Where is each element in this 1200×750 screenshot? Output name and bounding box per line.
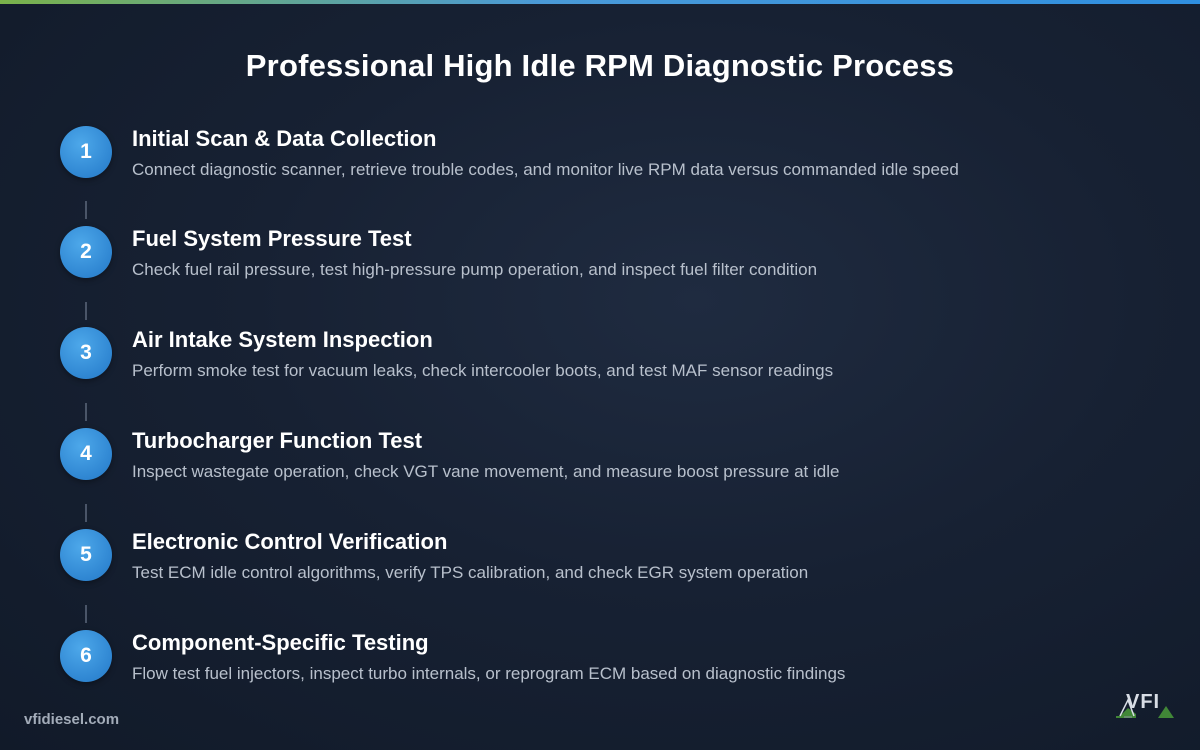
- step-title: Component-Specific Testing: [132, 630, 429, 655]
- step-title: Initial Scan & Data Collection: [132, 126, 437, 151]
- step-number-badge: 5: [60, 529, 112, 581]
- step-6: 6 Component-Specific Testing Flow test f…: [60, 630, 1160, 690]
- step-number-badge: 4: [60, 428, 112, 480]
- step-title: Turbocharger Function Test: [132, 428, 423, 453]
- step-5: 5 Electronic Control Verification Test E…: [60, 529, 1160, 589]
- step-connector: [85, 504, 87, 522]
- website-url: vfidiesel.com: [24, 711, 120, 728]
- step-3: 3 Air Intake System Inspection Perform s…: [60, 327, 1160, 387]
- step-number-badge: 1: [60, 126, 112, 178]
- step-title: Fuel System Pressure Test: [132, 226, 412, 251]
- step-number-badge: 6: [60, 630, 112, 682]
- step-connector: [85, 302, 87, 320]
- step-number-badge: 2: [60, 226, 112, 278]
- step-description: Perform smoke test for vacuum leaks, che…: [132, 361, 834, 380]
- top-accent-bar: [0, 0, 1200, 4]
- step-description: Flow test fuel injectors, inspect turbo …: [132, 664, 846, 683]
- vfi-logo-icon: VFI: [1116, 691, 1174, 718]
- step-description: Test ECM idle control algorithms, verify…: [132, 563, 809, 582]
- step-title: Air Intake System Inspection: [132, 327, 433, 352]
- step-description: Connect diagnostic scanner, retrieve tro…: [132, 160, 959, 179]
- step-number-badge: 3: [60, 327, 112, 379]
- step-connector: [85, 605, 87, 623]
- step-title: Electronic Control Verification: [132, 529, 448, 554]
- step-4: 4 Turbocharger Function Test Inspect was…: [60, 428, 1160, 488]
- page-title: Professional High Idle RPM Diagnostic Pr…: [245, 48, 955, 83]
- logo-text: VFI: [1126, 691, 1160, 713]
- step-2: 2 Fuel System Pressure Test Check fuel r…: [60, 226, 1160, 286]
- step-connector: [85, 201, 87, 219]
- step-1: 1 Initial Scan & Data Collection Connect…: [60, 126, 1160, 186]
- step-description: Inspect wastegate operation, check VGT v…: [132, 462, 840, 481]
- step-description: Check fuel rail pressure, test high-pres…: [132, 260, 818, 279]
- step-connector: [85, 403, 87, 421]
